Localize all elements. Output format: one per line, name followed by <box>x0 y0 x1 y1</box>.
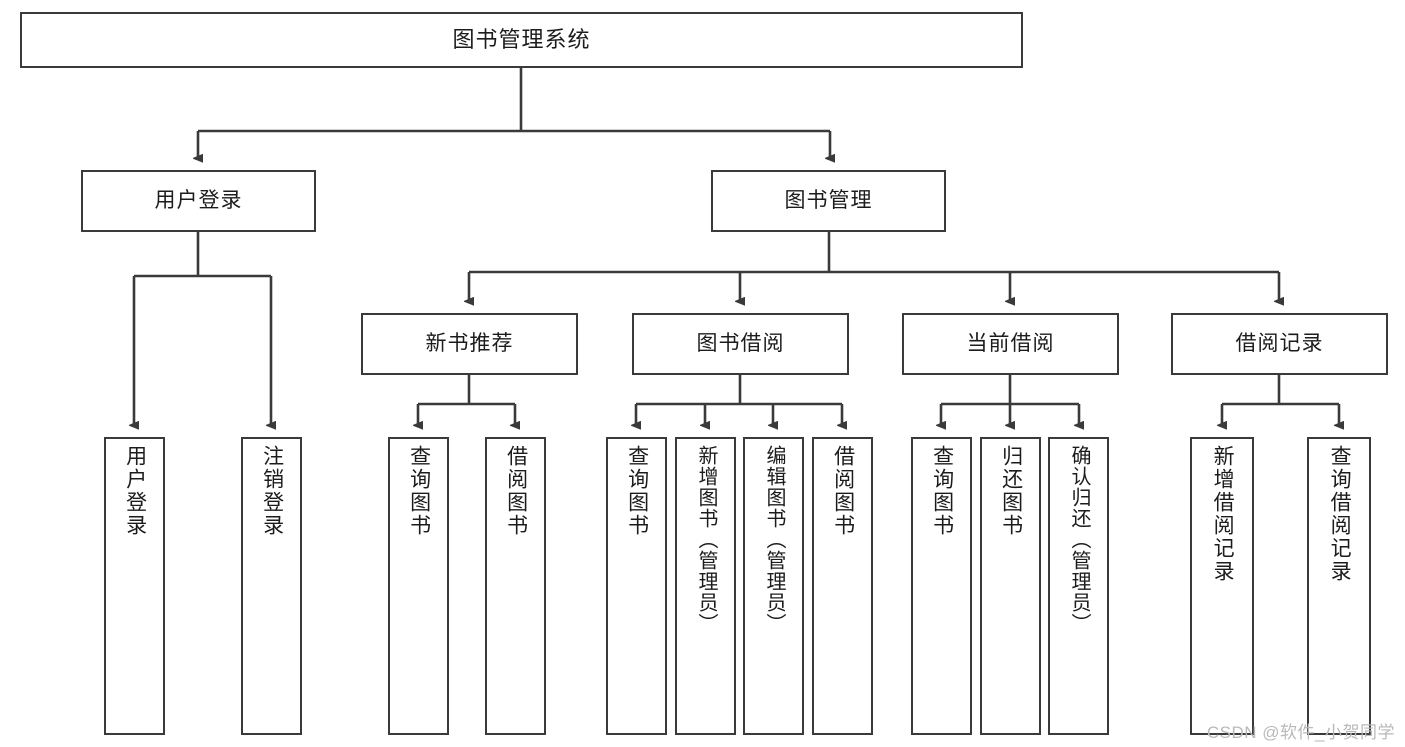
node-label: 确认归还（管理员） <box>1068 445 1090 634</box>
node-root-book-management-system[interactable]: 图书管理系统 <box>20 12 1023 68</box>
node-leaf-query-borrow-record[interactable]: 查询借阅记录 <box>1307 437 1371 735</box>
node-leaf-query-book-3[interactable]: 查询图书 <box>911 437 972 735</box>
node-book-manage[interactable]: 图书管理 <box>711 170 946 232</box>
node-label: 注销登录 <box>260 445 284 537</box>
node-leaf-return-book[interactable]: 归还图书 <box>980 437 1041 735</box>
node-borrow-record[interactable]: 借阅记录 <box>1171 313 1388 375</box>
node-label: 用户登录 <box>154 189 243 213</box>
node-label: 编辑图书（管理员） <box>763 445 785 634</box>
watermark-text: CSDN @软件_小贺同学 <box>1206 723 1395 742</box>
node-leaf-logout[interactable]: 注销登录 <box>241 437 302 735</box>
node-leaf-user-login[interactable]: 用户登录 <box>104 437 165 735</box>
node-leaf-confirm-return[interactable]: 确认归还（管理员） <box>1048 437 1109 735</box>
node-label: 查询图书 <box>407 445 431 537</box>
node-label: 图书借阅 <box>696 332 785 356</box>
node-label: 图书管理 <box>784 189 873 213</box>
node-leaf-edit-book[interactable]: 编辑图书（管理员） <box>743 437 804 735</box>
node-leaf-add-borrow-record[interactable]: 新增借阅记录 <box>1190 437 1254 735</box>
node-leaf-borrow-book-1[interactable]: 借阅图书 <box>485 437 546 735</box>
node-label: 借阅记录 <box>1235 332 1324 356</box>
node-label: 图书管理系统 <box>452 26 591 52</box>
node-label: 查询图书 <box>930 445 954 537</box>
node-leaf-borrow-book-2[interactable]: 借阅图书 <box>812 437 873 735</box>
node-label: 用户登录 <box>123 445 147 537</box>
node-leaf-query-book-2[interactable]: 查询图书 <box>606 437 667 735</box>
node-label: 新书推荐 <box>425 332 514 356</box>
node-leaf-query-book-1[interactable]: 查询图书 <box>388 437 449 735</box>
node-label: 查询图书 <box>625 445 649 537</box>
node-book-borrow[interactable]: 图书借阅 <box>632 313 849 375</box>
node-label: 借阅图书 <box>504 445 528 537</box>
node-new-book-recommend[interactable]: 新书推荐 <box>361 313 578 375</box>
node-leaf-add-book[interactable]: 新增图书（管理员） <box>675 437 736 735</box>
node-current-borrow[interactable]: 当前借阅 <box>902 313 1119 375</box>
node-label: 新增借阅记录 <box>1211 445 1235 583</box>
node-label: 归还图书 <box>999 445 1023 537</box>
node-label: 新增图书（管理员） <box>695 445 717 634</box>
node-label: 借阅图书 <box>831 445 855 537</box>
node-user-login[interactable]: 用户登录 <box>81 170 316 232</box>
node-label: 查询借阅记录 <box>1328 445 1352 583</box>
node-label: 当前借阅 <box>966 332 1055 356</box>
